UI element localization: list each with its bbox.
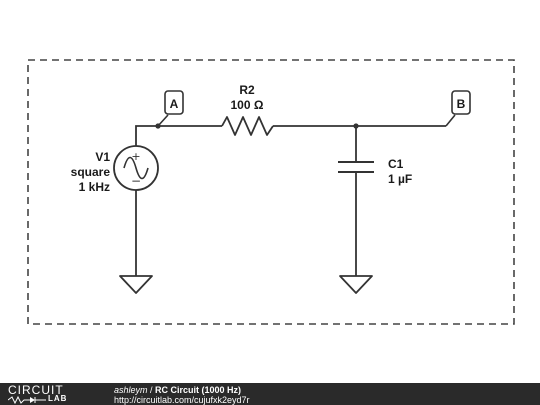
node-flag-b[interactable]: B	[445, 90, 471, 127]
capacitor-name: C1	[388, 157, 404, 171]
sine-wave-icon	[123, 156, 149, 180]
subcircuit-boundary	[27, 59, 515, 325]
logo-circuit-text: CIRCUIT	[8, 383, 64, 397]
resistor-r2[interactable]: R2 100 Ω	[221, 83, 274, 136]
circuit-url-link[interactable]: http://circuitlab.com/cujufxk2eyd7r	[114, 395, 250, 405]
footer-line-1: ashleym / RC Circuit (1000 Hz)	[114, 385, 250, 395]
junction-dot-c1	[353, 123, 359, 129]
ground-icon-capacitor	[339, 275, 373, 294]
schematic-canvas: A B R2 100 Ω C1 1 µF + − V1 square 1 kHz	[27, 59, 515, 325]
source-plus-icon: +	[131, 150, 140, 163]
node-flag-a[interactable]: A	[157, 90, 184, 127]
wires	[135, 125, 446, 276]
footer-bar: CIRCUIT LAB ashleym / RC Circuit (1000 H…	[0, 383, 540, 405]
source-frequency: 1 kHz	[79, 180, 110, 194]
source-name: V1	[95, 150, 110, 164]
resistor-zigzag-icon	[221, 116, 274, 136]
capacitor-value: 1 µF	[388, 172, 412, 186]
source-type: square	[71, 165, 111, 179]
circuitlab-logo[interactable]: CIRCUIT LAB	[8, 384, 108, 404]
voltage-source-v1[interactable]: + − V1 square 1 kHz	[71, 145, 159, 194]
author-link[interactable]: ashleym	[114, 385, 148, 395]
source-minus-icon: −	[131, 174, 141, 188]
resistor-name: R2	[239, 83, 255, 97]
node-label-b: B	[457, 97, 466, 111]
footer-info: ashleym / RC Circuit (1000 Hz) http://ci…	[114, 385, 250, 405]
ground-icon-source	[119, 275, 153, 294]
node-label-a: A	[170, 97, 179, 111]
capacitor-c1[interactable]: C1 1 µF	[338, 157, 412, 186]
circuit-title: RC Circuit (1000 Hz)	[155, 385, 242, 395]
logo-diode-icon	[8, 396, 46, 404]
resistor-value: 100 Ω	[231, 98, 264, 112]
logo-lab-text: LAB	[48, 394, 68, 403]
wire-source-to-resistor	[135, 125, 222, 146]
path-separator: /	[147, 385, 156, 395]
